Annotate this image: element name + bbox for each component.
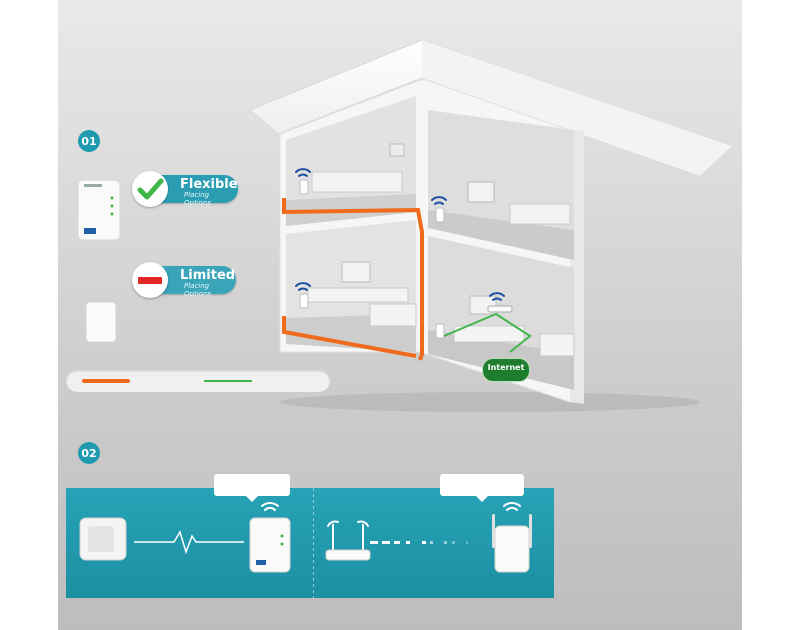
powerline-adapter-icon	[77, 179, 121, 241]
wireless-signal-line	[370, 541, 468, 544]
left-callout-bubble	[214, 474, 290, 502]
range-extender-wifi-icon	[492, 502, 532, 573]
right-callout-bubble	[440, 474, 524, 502]
limited-title: Limited	[180, 268, 236, 283]
router-icon	[325, 520, 371, 561]
limited-icon	[132, 262, 168, 298]
flexible-subtitle: Placing Options	[184, 191, 212, 207]
flexible-option-pill: Flexible Placing Options	[132, 171, 238, 207]
internet-cloud-icon: Internet	[482, 358, 530, 382]
flexible-title: Flexible	[180, 177, 238, 192]
powerline-adapter-wifi-icon	[249, 502, 291, 573]
step-02-badge: 02	[78, 442, 100, 464]
panel-divider	[313, 488, 314, 598]
internet-label: Internet	[487, 363, 525, 372]
comparison-panel	[66, 488, 554, 598]
limited-option-pill: Limited Placing Options	[132, 262, 236, 298]
step-01-badge: 01	[78, 130, 100, 152]
house-illustration	[249, 39, 733, 412]
check-icon	[132, 171, 168, 207]
legend-powerline-line	[82, 379, 130, 383]
legend-ethernet-line	[204, 380, 252, 382]
limited-subtitle: Placing Options	[184, 282, 212, 298]
range-extender-icon	[83, 288, 119, 343]
powerline-signal-line	[134, 530, 244, 555]
powerline-adapter-icon	[79, 517, 127, 561]
legend-bar	[66, 370, 330, 392]
